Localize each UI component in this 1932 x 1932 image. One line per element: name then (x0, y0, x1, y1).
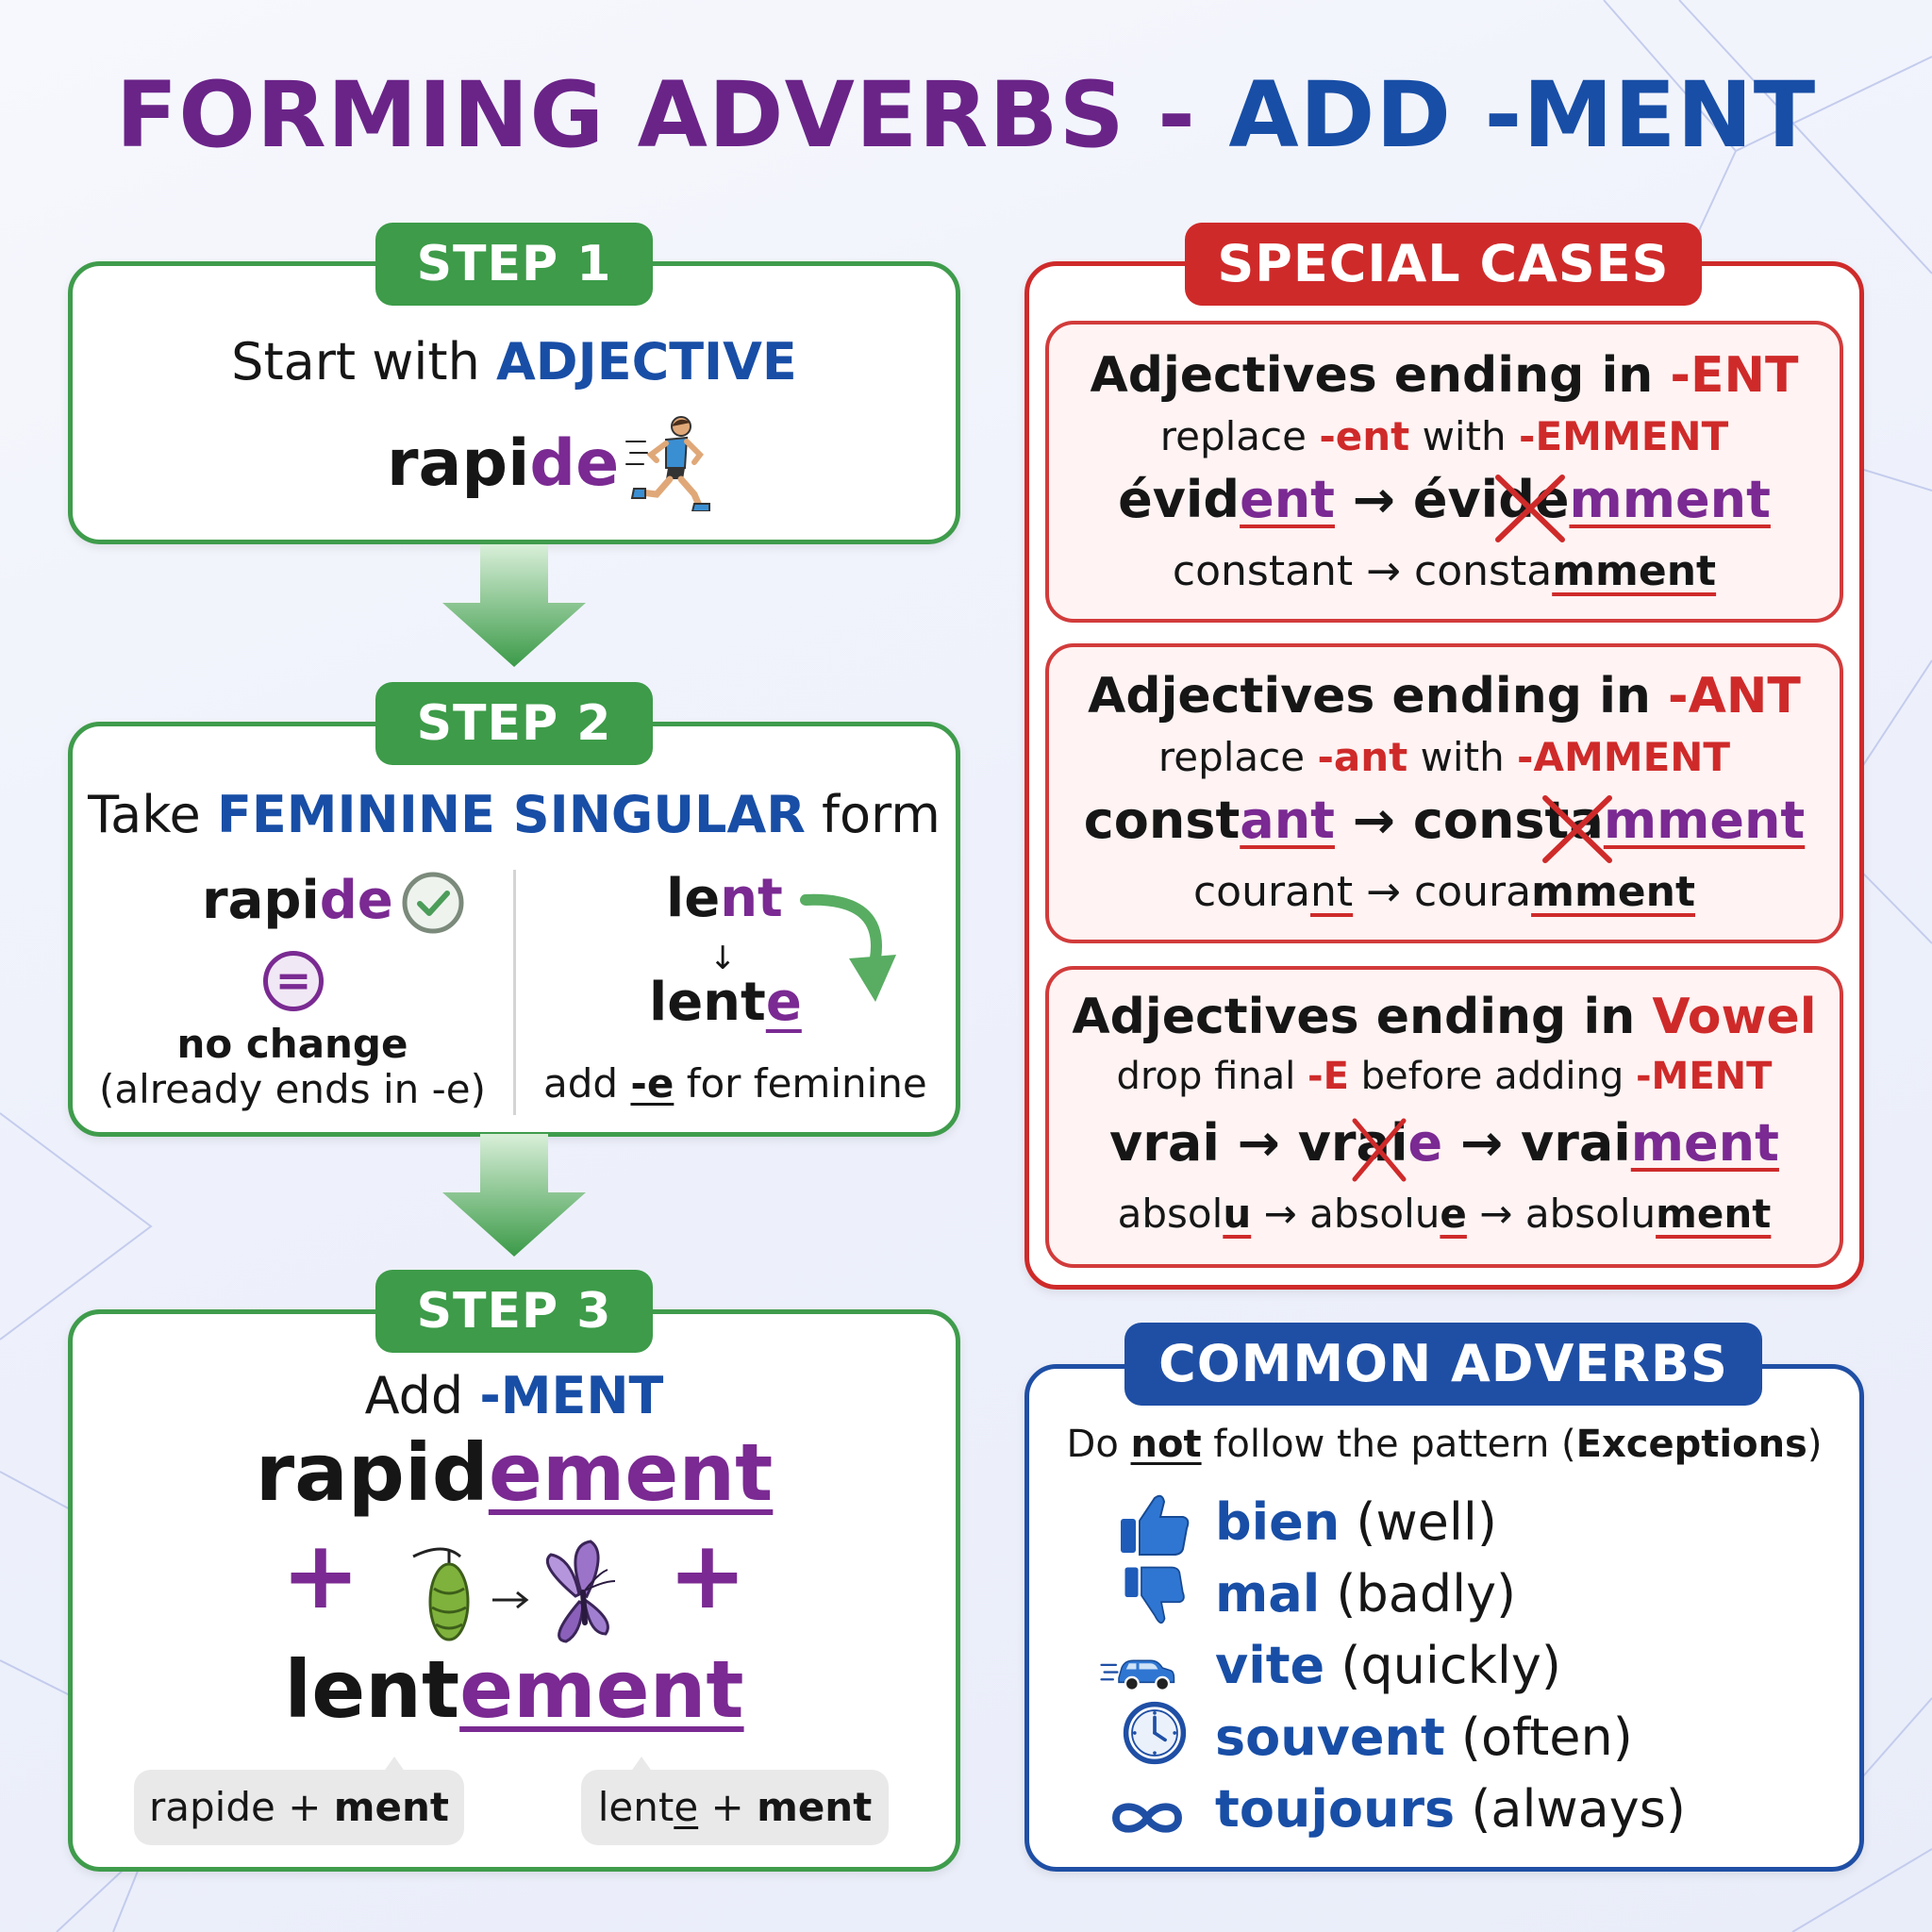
page-title: FORMING ADVERBS - ADD -MENT (0, 62, 1932, 168)
special-case-ent: Adjectives ending in -ENT replace -ent w… (1045, 321, 1843, 623)
step2-right-result: lente (649, 972, 802, 1033)
title-part-1: FORMING ADVERBS - (115, 62, 1229, 168)
red-x-icon (1352, 1118, 1407, 1182)
common-adverbs-intro: Do not follow the pattern (Exceptions) (1066, 1423, 1823, 1466)
case-ent-rule: replace -ent with -EMMENT (1159, 413, 1729, 459)
common-adverbs-badge: COMMON ADVERBS (1124, 1323, 1762, 1406)
plus-sign-left: + (281, 1520, 360, 1630)
step1-intro: Start with ADJECTIVE (231, 332, 797, 391)
adverb-vite: vite (quickly) (1215, 1636, 1561, 1695)
red-x-icon (1495, 475, 1566, 542)
special-case-ant: Adjectives ending in -ANT replace -ant w… (1045, 643, 1843, 943)
title-part-2: ADD -MENT (1228, 62, 1817, 168)
special-case-vowel: Adjectives ending in Vowel drop final -E… (1045, 966, 1843, 1268)
step1-badge: STEP 1 (375, 223, 653, 306)
step3-badge: STEP 3 (375, 1270, 653, 1353)
thumbs-up-icon (1121, 1494, 1190, 1556)
plus-sign-right: + (668, 1520, 747, 1630)
clock-icon (1123, 1701, 1187, 1765)
check-circle-icon (402, 872, 464, 934)
down-arrow-icon (442, 1134, 586, 1257)
special-cases-badge: SPECIAL CASES (1185, 223, 1702, 306)
step2-left-note-bold: no change (176, 1021, 408, 1067)
chip-rapide-ment: rapide + ment (134, 1770, 464, 1845)
case-vowel-rule: drop final -E before adding -MENT (1116, 1055, 1773, 1098)
case-vowel-heading: Adjectives ending in Vowel (1072, 989, 1817, 1045)
step2-intro: Take FEMININE SINGULAR form (88, 785, 941, 844)
adverb-souvent: souvent (often) (1215, 1707, 1633, 1767)
step2-left-word: rapide (202, 870, 393, 931)
down-arrow-icon (442, 544, 586, 667)
step2-right-note: add -e for feminine (543, 1060, 927, 1107)
step3-word-rapidement: rapidement (255, 1426, 774, 1519)
red-x-icon (1541, 795, 1612, 863)
step3-word-lentement: lentement (284, 1643, 744, 1736)
step2-right-word: lent (666, 868, 783, 929)
step3-intro: Add -MENT (364, 1366, 664, 1425)
case-ant-rule: replace -ant with -AMMENT (1158, 734, 1731, 780)
step2-down-arrow: ↓ (709, 940, 737, 977)
case-vowel-example-secondary: absolu → absolue → absolument (1117, 1191, 1772, 1237)
step2-divider (513, 870, 516, 1115)
crossed-letters: ta (1541, 791, 1612, 863)
step1-word: rapide (387, 426, 620, 501)
thumbs-down-icon (1124, 1566, 1185, 1624)
adverb-bien: bien (well) (1215, 1492, 1497, 1552)
adverb-mal: mal (badly) (1215, 1564, 1517, 1624)
case-ent-heading: Adjectives ending in -ENT (1090, 347, 1799, 404)
step2-badge: STEP 2 (375, 682, 653, 765)
car-icon (1100, 1659, 1175, 1691)
case-vowel-example-main: vrai → vraie → vraiment (1049, 1113, 1840, 1182)
adverb-toujours: toujours (always) (1215, 1779, 1686, 1839)
curved-arrow-icon (800, 893, 896, 1002)
chip-lente-ment: lente + ment (581, 1770, 889, 1845)
case-ant-example-secondary: courant → couramment (1192, 868, 1696, 916)
cocoon-to-butterfly-icon (412, 1540, 616, 1643)
case-ant-heading: Adjectives ending in -ANT (1088, 668, 1801, 724)
crossed-letters: de (1495, 470, 1569, 542)
crossed-letters: ai (1352, 1113, 1408, 1182)
running-person-icon (625, 416, 710, 511)
infinity-icon (1112, 1803, 1182, 1833)
equal-sign-icon: = (263, 951, 324, 1011)
case-ent-example-secondary: constant → constamment (1172, 547, 1717, 595)
step2-left-note: (already ends in -e) (99, 1066, 486, 1112)
step1-card (68, 261, 960, 544)
